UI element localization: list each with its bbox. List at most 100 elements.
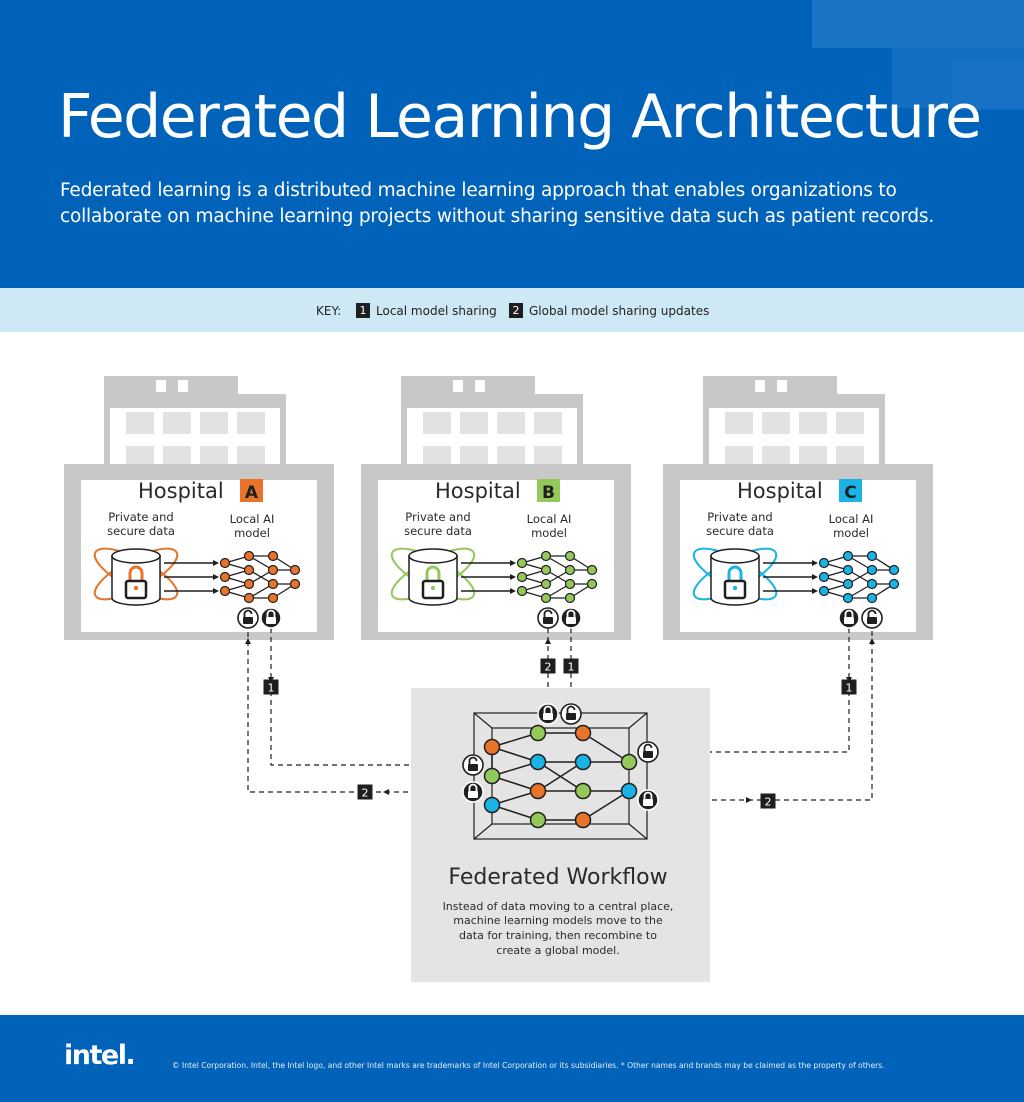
model-node (267, 564, 279, 576)
workflow-text-line: data for training, then recombine to (459, 929, 657, 942)
workflow-panel (411, 688, 710, 982)
global-update-badge: 2 (357, 784, 373, 800)
model-label: Local AI (829, 512, 874, 526)
footer-banner (0, 1015, 1024, 1102)
intel-logo: intel. (64, 1040, 136, 1071)
unlocked-padlock-icon (861, 607, 883, 629)
svg-text:1: 1 (568, 661, 575, 674)
hospital-building (663, 376, 933, 640)
arrowhead (812, 588, 818, 594)
locked-padlock-icon (637, 789, 659, 811)
global-model-node (620, 753, 638, 771)
page-subtitle: Federated learning is a distributed mach… (60, 180, 935, 227)
arrowhead (510, 588, 516, 594)
arrowhead (510, 574, 516, 580)
local-sharing-badge: 1 (263, 679, 279, 695)
data-label: Private and (108, 510, 173, 524)
svg-text:1: 1 (846, 682, 853, 695)
unlocked-padlock-icon (637, 741, 659, 763)
key-legend: KEY: 1 Local model sharing 2 Global mode… (0, 288, 1024, 332)
secure-database-icon (692, 547, 778, 606)
global-model-node (483, 738, 501, 756)
header-banner: Federated Learning Architecture Federate… (0, 0, 1024, 288)
page-title: Federated Learning Architecture (58, 82, 982, 152)
arrowhead (812, 560, 818, 566)
decorative-square (952, 60, 1024, 110)
data-label: Private and (405, 510, 470, 524)
local-model-network (818, 550, 900, 604)
hospital-letter: A (245, 483, 259, 503)
arrowhead (812, 574, 818, 580)
global-model-node (574, 724, 592, 742)
model-node (289, 578, 301, 590)
model-node (866, 550, 878, 562)
hospital-building (361, 376, 631, 640)
model-node (540, 592, 552, 604)
svg-text:1: 1 (268, 682, 275, 695)
global-model-node (574, 782, 592, 800)
hospital-letter-badge (240, 479, 263, 502)
model-node (888, 578, 900, 590)
model-node (866, 578, 878, 590)
hospital-letter-badge (537, 479, 560, 502)
model-node (842, 564, 854, 576)
workflow-text-line: create a global model. (496, 944, 619, 957)
data-label: Private and (707, 510, 772, 524)
model-node (564, 550, 576, 562)
locked-padlock-icon (560, 607, 582, 629)
data-label: secure data (404, 524, 472, 538)
model-node (540, 578, 552, 590)
local-sharing-badge: 1 (563, 658, 579, 674)
secure-database-icon (93, 547, 179, 606)
workflow-text-line: Instead of data moving to a central plac… (443, 900, 674, 913)
model-node (564, 592, 576, 604)
unlocked-padlock-icon (237, 607, 259, 629)
model-label: Local AI (527, 512, 572, 526)
svg-text:2: 2 (362, 787, 369, 800)
data-label: secure data (107, 524, 175, 538)
model-node (842, 578, 854, 590)
locked-padlock-icon (260, 607, 282, 629)
hospital-name: Hospital (138, 479, 224, 503)
model-node (540, 550, 552, 562)
model-node (516, 571, 528, 583)
model-node (564, 578, 576, 590)
workflow-text-line: machine learning models move to the (453, 914, 663, 927)
locked-padlock-icon (537, 703, 559, 725)
model-node (289, 564, 301, 576)
locked-padlock-icon (462, 781, 484, 803)
global-model-node (483, 767, 501, 785)
hospital-name: Hospital (435, 479, 521, 503)
model-node (842, 550, 854, 562)
global-model-node (529, 753, 547, 771)
locked-padlock-icon (838, 607, 860, 629)
global-model-node (620, 782, 638, 800)
global-model-node (483, 796, 501, 814)
model-node (243, 592, 255, 604)
model-node (516, 585, 528, 597)
local-model-network (516, 550, 598, 604)
hospital-name: Hospital (737, 479, 823, 503)
arrowhead (213, 560, 219, 566)
global-model-network (483, 724, 638, 829)
svg-text:2: 2 (545, 661, 552, 674)
model-node (866, 564, 878, 576)
model-node (267, 578, 279, 590)
key-item-global: Global model sharing updates (529, 304, 710, 318)
svg-text:2: 2 (765, 796, 772, 809)
model-node (267, 592, 279, 604)
hospital-letter-badge (839, 479, 862, 502)
key-badge-2: 2 (509, 303, 523, 318)
model-node (219, 585, 231, 597)
model-node (888, 564, 900, 576)
workflow-title: Federated Workflow (448, 865, 667, 890)
data-label: secure data (706, 524, 774, 538)
global-model-node (529, 724, 547, 742)
model-node (586, 578, 598, 590)
key-label: KEY: (316, 304, 342, 318)
local-model-network (219, 550, 301, 604)
model-node (267, 550, 279, 562)
model-node (243, 578, 255, 590)
